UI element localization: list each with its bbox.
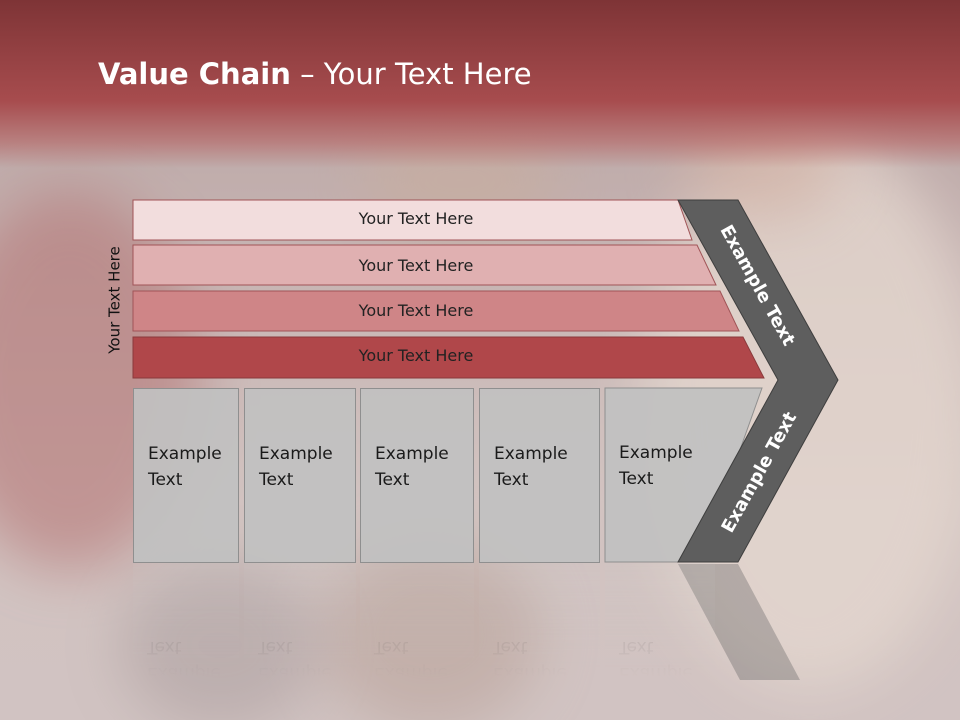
primary-box-1-reflection: Example Text <box>133 563 239 683</box>
slide-title-bold: Value Chain <box>98 57 291 91</box>
primary-box-4-text: Example Text <box>494 444 568 490</box>
support-band-3-label: Your Text Here <box>358 301 474 320</box>
primary-box-3[interactable]: Example Text <box>360 388 474 563</box>
primary-box-3-text: Example Text <box>375 444 449 490</box>
primary-box-5-text: Example Text <box>619 443 693 489</box>
support-band-4-label: Your Text Here <box>358 346 474 365</box>
slide-title-rest: – Your Text Here <box>290 57 532 91</box>
support-band-1-label: Your Text Here <box>358 209 474 228</box>
primary-box-3-reflection: Example Text <box>360 563 474 683</box>
primary-box-4[interactable]: Example Text <box>479 388 600 563</box>
slide-title[interactable]: Value Chain – Your Text Here <box>98 56 532 92</box>
primary-box-1-text: Example Text <box>148 444 222 490</box>
primary-box-5-reflection: Example Text <box>605 563 715 683</box>
primary-box-4-reflection: Example Text <box>479 563 600 683</box>
support-band-2-label: Your Text Here <box>358 256 474 275</box>
primary-box-2[interactable]: Example Text <box>244 388 356 563</box>
primary-box-2-reflection: Example Text <box>244 563 356 683</box>
side-label[interactable]: Your Text Here <box>100 246 130 353</box>
primary-box-1[interactable]: Example Text <box>133 388 239 563</box>
header-bar <box>0 0 960 168</box>
side-label-text: Your Text Here <box>106 246 124 354</box>
primary-box-5[interactable]: Example Text <box>605 388 715 563</box>
primary-box-2-text: Example Text <box>259 444 333 490</box>
